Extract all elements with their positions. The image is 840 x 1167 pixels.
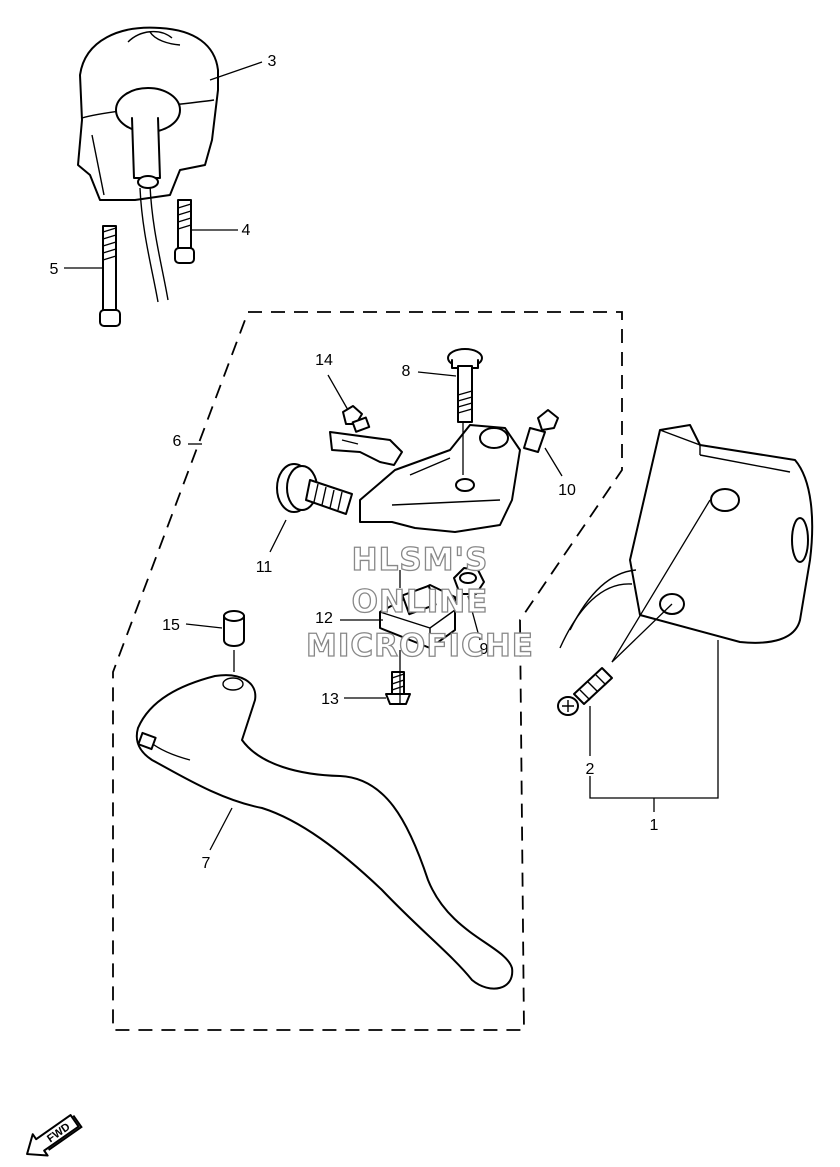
callout-8: 8 [402,363,411,380]
lever-part-7[interactable] [135,674,514,990]
callout-13: 13 [321,691,339,708]
callout-6: 6 [173,433,182,450]
watermark: HLSM'S ONLINE MICROFICHE [305,541,534,664]
callout-12: 12 [315,610,333,627]
callout-labels: 1 2 3 4 5 6 7 8 9 10 11 12 13 14 15 [50,53,659,872]
callout-4: 4 [242,222,251,239]
callout-15: 15 [162,617,180,634]
watermark-line-1: HLSM'S [352,542,489,578]
callout-2: 2 [586,761,595,778]
screw-part-4[interactable] [174,199,195,264]
master-cylinder-part-1[interactable] [559,424,814,649]
nut-part-9[interactable] [453,567,485,595]
switch-part-12[interactable] [379,584,456,649]
screw-part-13[interactable] [385,671,411,705]
callout-3: 3 [268,53,277,70]
callout-1: 1 [650,817,659,834]
leader-lines [64,61,719,851]
callout-14: 14 [315,352,333,369]
screw-part-2[interactable] [557,667,613,716]
watermark-line-3: MICROFICHE [306,628,534,664]
callout-11: 11 [256,559,273,576]
assembly-6-boundary [112,311,623,1031]
switch-housing-part-3[interactable] [77,26,219,303]
bolt-part-14[interactable] [342,405,371,433]
pivot-bolt-part-8[interactable] [447,348,483,423]
collar-part-15[interactable] [223,610,245,647]
fwd-arrow-icon: FWD [26,1114,83,1157]
screw-part-5[interactable] [99,225,121,327]
callout-5: 5 [50,261,59,278]
callout-9: 9 [480,641,489,658]
lever-bracket[interactable] [329,424,521,533]
watermark-line-2: ONLINE [352,584,489,620]
callout-7: 7 [202,855,211,872]
screw-part-10[interactable] [523,409,559,453]
adjuster-part-11[interactable] [276,463,353,515]
callout-10: 10 [558,482,576,499]
